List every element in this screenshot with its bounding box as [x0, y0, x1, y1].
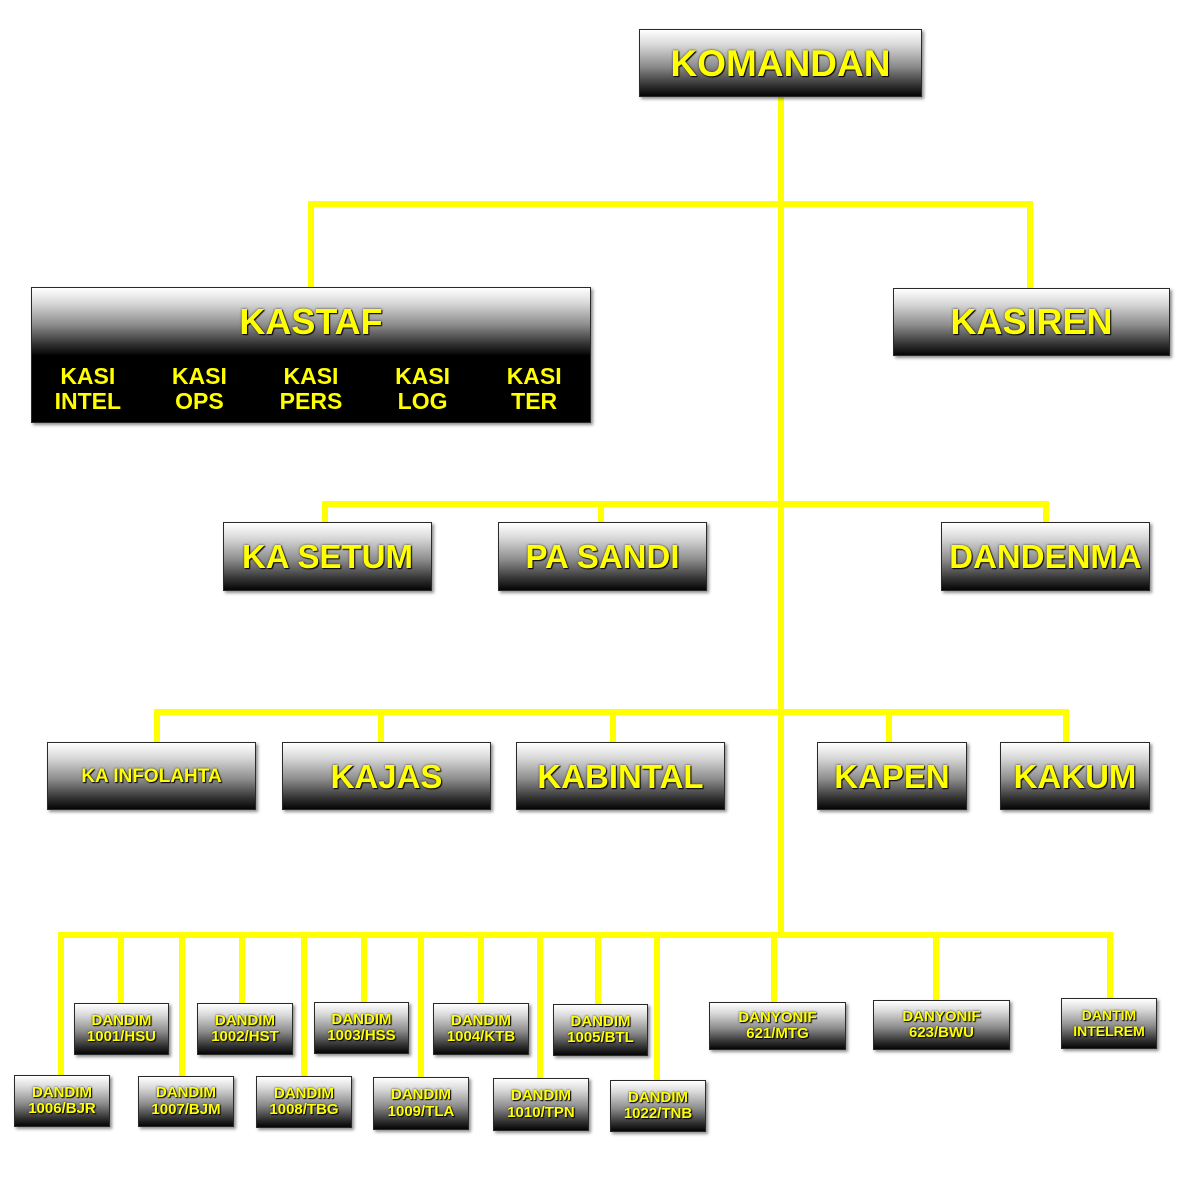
danyonif-623-box: DANYONIF 623/BWU: [873, 1000, 1010, 1050]
dandim-1022-title: DANDIM: [628, 1088, 688, 1106]
danyonif-621-title: DANYONIF: [738, 1008, 817, 1026]
dandim-1010-code: 1010/TPN: [507, 1103, 575, 1121]
dandim-1022-box: DANDIM 1022/TNB: [610, 1080, 706, 1132]
dandenma-box: DANDENMA: [941, 522, 1150, 591]
dandim-1006-title: DANDIM: [32, 1083, 92, 1101]
dandim-1009-box: DANDIM 1009/TLA: [373, 1077, 469, 1130]
ka-infolahta-label: KA INFOLAHTA: [81, 765, 222, 787]
ka-infolahta-box: KA INFOLAHTA: [47, 742, 256, 810]
dandim-1006-code: 1006/BJR: [28, 1100, 96, 1117]
danyonif-623-code: 623/BWU: [908, 1024, 975, 1041]
dandim-1008-code: 1008/TBG: [269, 1101, 339, 1118]
dandim-1007-box: DANDIM 1007/BJM: [138, 1076, 234, 1127]
dantim-intelrem-title: DANTIM: [1081, 1007, 1137, 1024]
dandim-1004-code: 1004/KTB: [446, 1028, 516, 1045]
dandim-1006-box: DANDIM 1006/BJR: [14, 1075, 110, 1127]
kapen-box: KAPEN: [817, 742, 967, 810]
kabintal-label: KABINTAL: [537, 757, 704, 795]
kapen-label: KAPEN: [834, 757, 950, 795]
danyonif-621-box: DANYONIF 621/MTG: [709, 1002, 846, 1050]
dandim-1001-box: DANDIM 1001/HSU: [74, 1003, 169, 1055]
dandim-1002-title: DANDIM: [215, 1011, 275, 1029]
dandenma-label: DANDENMA: [949, 538, 1142, 575]
dandim-1007-title: DANDIM: [156, 1084, 216, 1101]
dandim-1005-box: DANDIM 1005/BTL: [553, 1004, 648, 1056]
dandim-1004-title: DANDIM: [451, 1011, 511, 1029]
dandim-1005-code: 1005/BTL: [567, 1029, 634, 1046]
kajas-box: KAJAS: [282, 742, 491, 810]
komandan-box: KOMANDAN: [639, 29, 922, 97]
dandim-1007-code: 1007/BJM: [151, 1100, 221, 1118]
kasiren-label: KASIREN: [950, 301, 1113, 342]
kakum-label: KAKUM: [1013, 757, 1137, 795]
dandim-1004-box: DANDIM 1004/KTB: [433, 1003, 529, 1055]
dandim-1001-code: 1001/HSU: [86, 1028, 157, 1045]
dandim-1003-code: 1003/HSS: [327, 1027, 396, 1044]
kasiren-box: KASIREN: [893, 288, 1170, 356]
pa-sandi-label: PA SANDI: [525, 538, 680, 575]
pa-sandi-box: PA SANDI: [498, 522, 707, 591]
dantim-intelrem-box: DANTIM INTELREM: [1061, 998, 1157, 1049]
dandim-1010-box: DANDIM 1010/TPN: [493, 1078, 589, 1131]
dandim-1003-box: DANDIM 1003/HSS: [314, 1002, 409, 1054]
kabintal-box: KABINTAL: [516, 742, 725, 810]
dandim-1009-title: DANDIM: [391, 1086, 451, 1103]
kastaf-title: KASTAF: [32, 288, 590, 355]
dandim-1009-code: 1009/TLA: [387, 1102, 455, 1120]
danyonif-621-code: 621/MTG: [746, 1025, 809, 1042]
kajas-label: KAJAS: [330, 757, 443, 795]
dandim-1002-code: 1002/HST: [211, 1028, 279, 1045]
dandim-1008-box: DANDIM 1008/TBG: [256, 1076, 352, 1128]
dandim-1010-title: DANDIM: [511, 1087, 571, 1104]
ka-setum-box: KA SETUM: [223, 522, 432, 591]
dandim-1003-title: DANDIM: [331, 1010, 392, 1028]
dantim-intelrem-code: INTELREM: [1073, 1022, 1145, 1039]
dandim-1005-title: DANDIM: [570, 1012, 631, 1030]
danyonif-623-title: DANYONIF: [902, 1007, 981, 1025]
komandan-label: KOMANDAN: [670, 42, 891, 84]
kakum-box: KAKUM: [1000, 742, 1150, 810]
dandim-1002-box: DANDIM 1002/HST: [197, 1003, 293, 1055]
dandim-1008-title: DANDIM: [274, 1084, 334, 1102]
dandim-1001-title: DANDIM: [91, 1011, 152, 1029]
ka-setum-label: KA SETUM: [241, 538, 414, 575]
dandim-1022-code: 1022/TNB: [623, 1105, 693, 1122]
